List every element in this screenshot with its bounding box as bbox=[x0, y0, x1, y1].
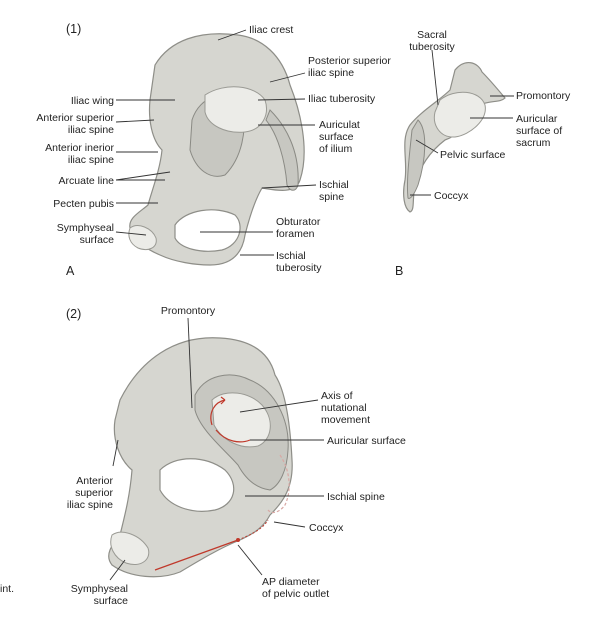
hip-bone-illustration bbox=[128, 33, 305, 266]
label-ischial-tuberosity-line1: Ischial bbox=[276, 250, 306, 262]
label-ap-diameter-line1: AP diameter bbox=[262, 576, 320, 588]
label-symphyseal-line2: surface bbox=[80, 234, 115, 246]
label-axis-line1: Axis of bbox=[321, 390, 353, 402]
label-sacral-tuberosity-line2: tuberosity bbox=[409, 41, 455, 53]
label-pelvic-surface: Pelvic surface bbox=[440, 149, 506, 161]
sacrum-illustration bbox=[403, 62, 506, 213]
label-promontory-2: Promontory bbox=[161, 305, 216, 317]
label-promontory-b: Promontory bbox=[516, 90, 571, 102]
label-iliac-wing: Iliac wing bbox=[71, 95, 114, 107]
label-aiis-line1: Anterior inerior bbox=[45, 142, 114, 154]
label-auricular-sacrum-line1: Auricular bbox=[516, 113, 558, 125]
label-arcuate-line: Arcuate line bbox=[59, 175, 115, 187]
label-obturator-line2: foramen bbox=[276, 228, 315, 240]
leader-lines bbox=[109, 29, 514, 581]
label-pecten-pubis: Pecten pubis bbox=[53, 198, 114, 210]
label-ischial-spine-line2: spine bbox=[319, 191, 344, 203]
label-auricular-surface-2: Auricular surface bbox=[327, 435, 406, 447]
label-symphyseal-2-line1: Symphyseal bbox=[71, 583, 128, 595]
label-asis-2-line3: iliac spine bbox=[67, 499, 113, 511]
label-auricular-ilium-line3: of ilium bbox=[319, 143, 353, 155]
label-psis-line1: Posterior superior bbox=[308, 55, 391, 67]
label-coccyx-b: Coccyx bbox=[434, 190, 469, 202]
label-symphyseal-2-line2: surface bbox=[94, 595, 129, 607]
articulated-pelvis-illustration bbox=[108, 337, 293, 578]
label-psis-line2: iliac spine bbox=[308, 67, 354, 79]
label-ap-diameter-line2: of pelvic outlet bbox=[262, 588, 329, 600]
panel-1-number: (1) bbox=[66, 22, 81, 36]
label-coccyx-2: Coccyx bbox=[309, 522, 344, 534]
label-ischial-spine-2: Ischial spine bbox=[327, 491, 385, 503]
label-auricular-ilium-line2: surface bbox=[319, 131, 354, 143]
label-axis-line2: nutational bbox=[321, 402, 367, 414]
label-symphyseal-line1: Symphyseal bbox=[57, 222, 114, 234]
panel-1a-letter: A bbox=[66, 264, 75, 278]
label-auricular-ilium-line1: Auriculat bbox=[319, 119, 360, 131]
label-asis-line2: iliac spine bbox=[68, 124, 114, 136]
label-asis-line1: Anterior superior bbox=[36, 112, 114, 124]
label-ischial-spine-line1: Ischial bbox=[319, 179, 349, 191]
panel-1b-letter: B bbox=[395, 264, 403, 278]
label-auricular-sacrum-line3: sacrum bbox=[516, 137, 551, 149]
label-asis-2-line2: superior bbox=[75, 487, 113, 499]
label-ischial-tuberosity-line2: tuberosity bbox=[276, 262, 322, 274]
ap-diameter-line bbox=[154, 539, 239, 571]
label-sacral-tuberosity-line1: Sacral bbox=[417, 29, 447, 41]
label-aiis-line2: iliac spine bbox=[68, 154, 114, 166]
panel-2-number: (2) bbox=[66, 307, 81, 321]
margin-fragment: int. bbox=[0, 583, 14, 595]
label-iliac-crest: Iliac crest bbox=[249, 24, 293, 36]
label-obturator-line1: Obturator bbox=[276, 216, 321, 228]
label-axis-line3: movement bbox=[321, 414, 370, 426]
label-auricular-sacrum-line2: surface of bbox=[516, 125, 562, 137]
label-asis-2-line1: Anterior bbox=[76, 475, 113, 487]
label-iliac-tuberosity: Iliac tuberosity bbox=[308, 93, 376, 105]
